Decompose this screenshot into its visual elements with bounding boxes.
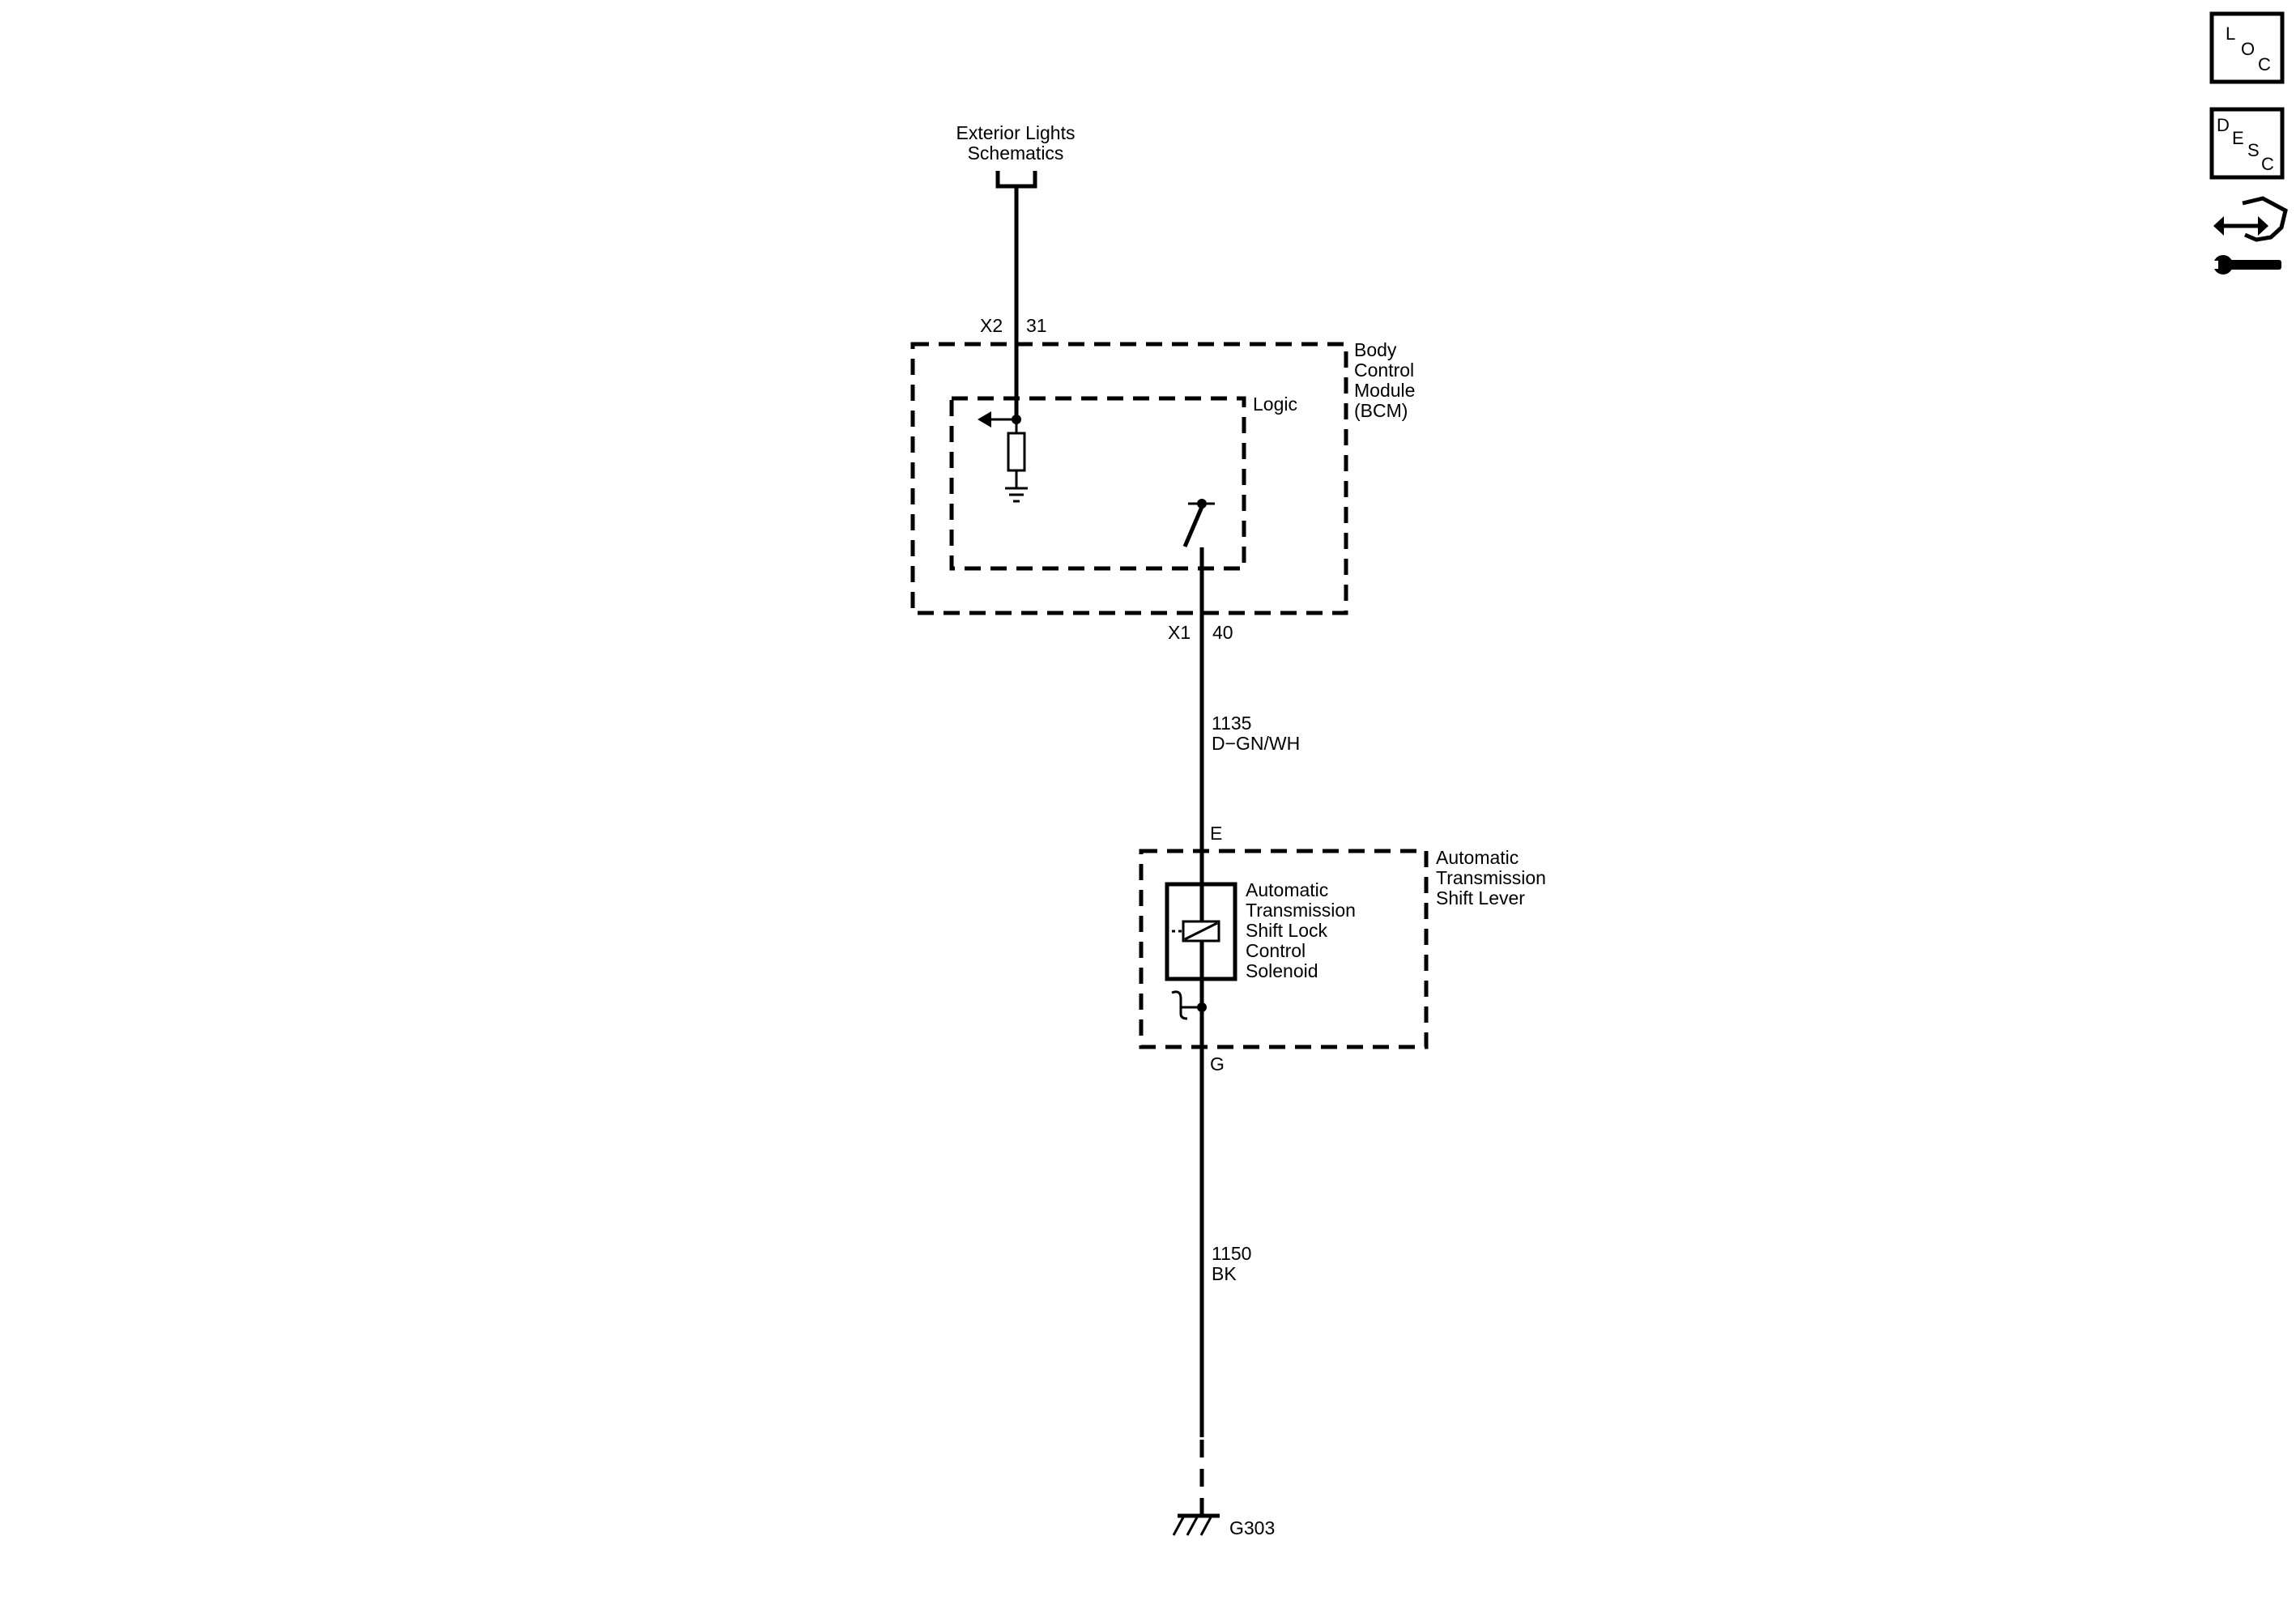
- shift-lever-pin-e: E: [1210, 823, 1222, 844]
- desc-letter-e: E: [2232, 128, 2244, 148]
- shift-lever-name-line3: Shift Lever: [1436, 887, 1525, 908]
- location-button[interactable]: L O C: [2209, 11, 2285, 84]
- bcm-outline: [910, 342, 1348, 615]
- solenoid-label-line3: Shift Lock: [1246, 920, 1327, 941]
- exterior-lights-label-line1: Exterior Lights: [956, 122, 1075, 143]
- loc-letter-o: O: [2241, 39, 2255, 59]
- bcm-name-line4: (BCM): [1354, 400, 1408, 421]
- shift-lever-name-line1: Automatic: [1436, 847, 1519, 868]
- circuit-1150-number: 1150: [1212, 1243, 1251, 1264]
- circuit-1135-number: 1135: [1212, 713, 1251, 734]
- bcm-x2-pin-label: 31: [1026, 315, 1047, 336]
- location-icon: [2209, 11, 2285, 84]
- bcm-x1-pin-label: 40: [1212, 622, 1233, 643]
- input-arrow-icon: [978, 411, 991, 428]
- description-icon: [2209, 107, 2285, 180]
- bcm-name-line3: Module: [1354, 380, 1415, 401]
- desc-letter-s: S: [2247, 140, 2260, 160]
- pull-down-resistor: [1007, 432, 1026, 472]
- bcm-name-line1: Body: [1354, 339, 1397, 360]
- desc-letter-c: C: [2261, 154, 2274, 174]
- bcm-x2-connector-label: X2: [980, 315, 1003, 336]
- shift-lever-name-line2: Transmission: [1436, 867, 1546, 888]
- chassis-ground-icon: [1172, 1513, 1220, 1536]
- circuit-1150-color: BK: [1212, 1263, 1237, 1284]
- shift-lever-pin-g: G: [1210, 1053, 1225, 1074]
- service-tools-button[interactable]: [2208, 196, 2288, 274]
- bcm-logic-outline: [949, 396, 1246, 571]
- bcm-logic-label: Logic: [1253, 394, 1297, 415]
- shift-lever-outline: [1139, 849, 1429, 1049]
- exterior-lights-label-line2: Schematics: [968, 143, 1064, 164]
- suppression-diode-icon: [1171, 990, 1188, 1020]
- desc-letter-d: D: [2217, 115, 2230, 135]
- loc-letter-c: C: [2258, 54, 2271, 74]
- loc-letter-l: L: [2226, 23, 2235, 44]
- description-button[interactable]: D E S C: [2209, 107, 2285, 180]
- bcm-x1-connector-label: X1: [1168, 622, 1191, 643]
- solenoid-coil-diagonal: [1184, 921, 1218, 941]
- reference-bracket-icon: [995, 171, 1037, 189]
- bcm-name-line2: Control: [1354, 360, 1414, 381]
- internal-ground-icon: [1005, 487, 1028, 503]
- solenoid-label-line1: Automatic: [1246, 879, 1328, 900]
- circuit-1135-color: D−GN/WH: [1212, 733, 1300, 754]
- output-switch-icon: [1182, 499, 1215, 547]
- solenoid-label-line4: Control: [1246, 940, 1306, 961]
- service-tools-icon: [2208, 196, 2288, 274]
- solenoid-label-line2: Transmission: [1246, 900, 1356, 921]
- solenoid-label-line5: Solenoid: [1246, 960, 1318, 981]
- ground-g303-label: G303: [1229, 1517, 1275, 1538]
- exterior-lights-reference[interactable]: Exterior Lights Schematics: [956, 122, 1076, 189]
